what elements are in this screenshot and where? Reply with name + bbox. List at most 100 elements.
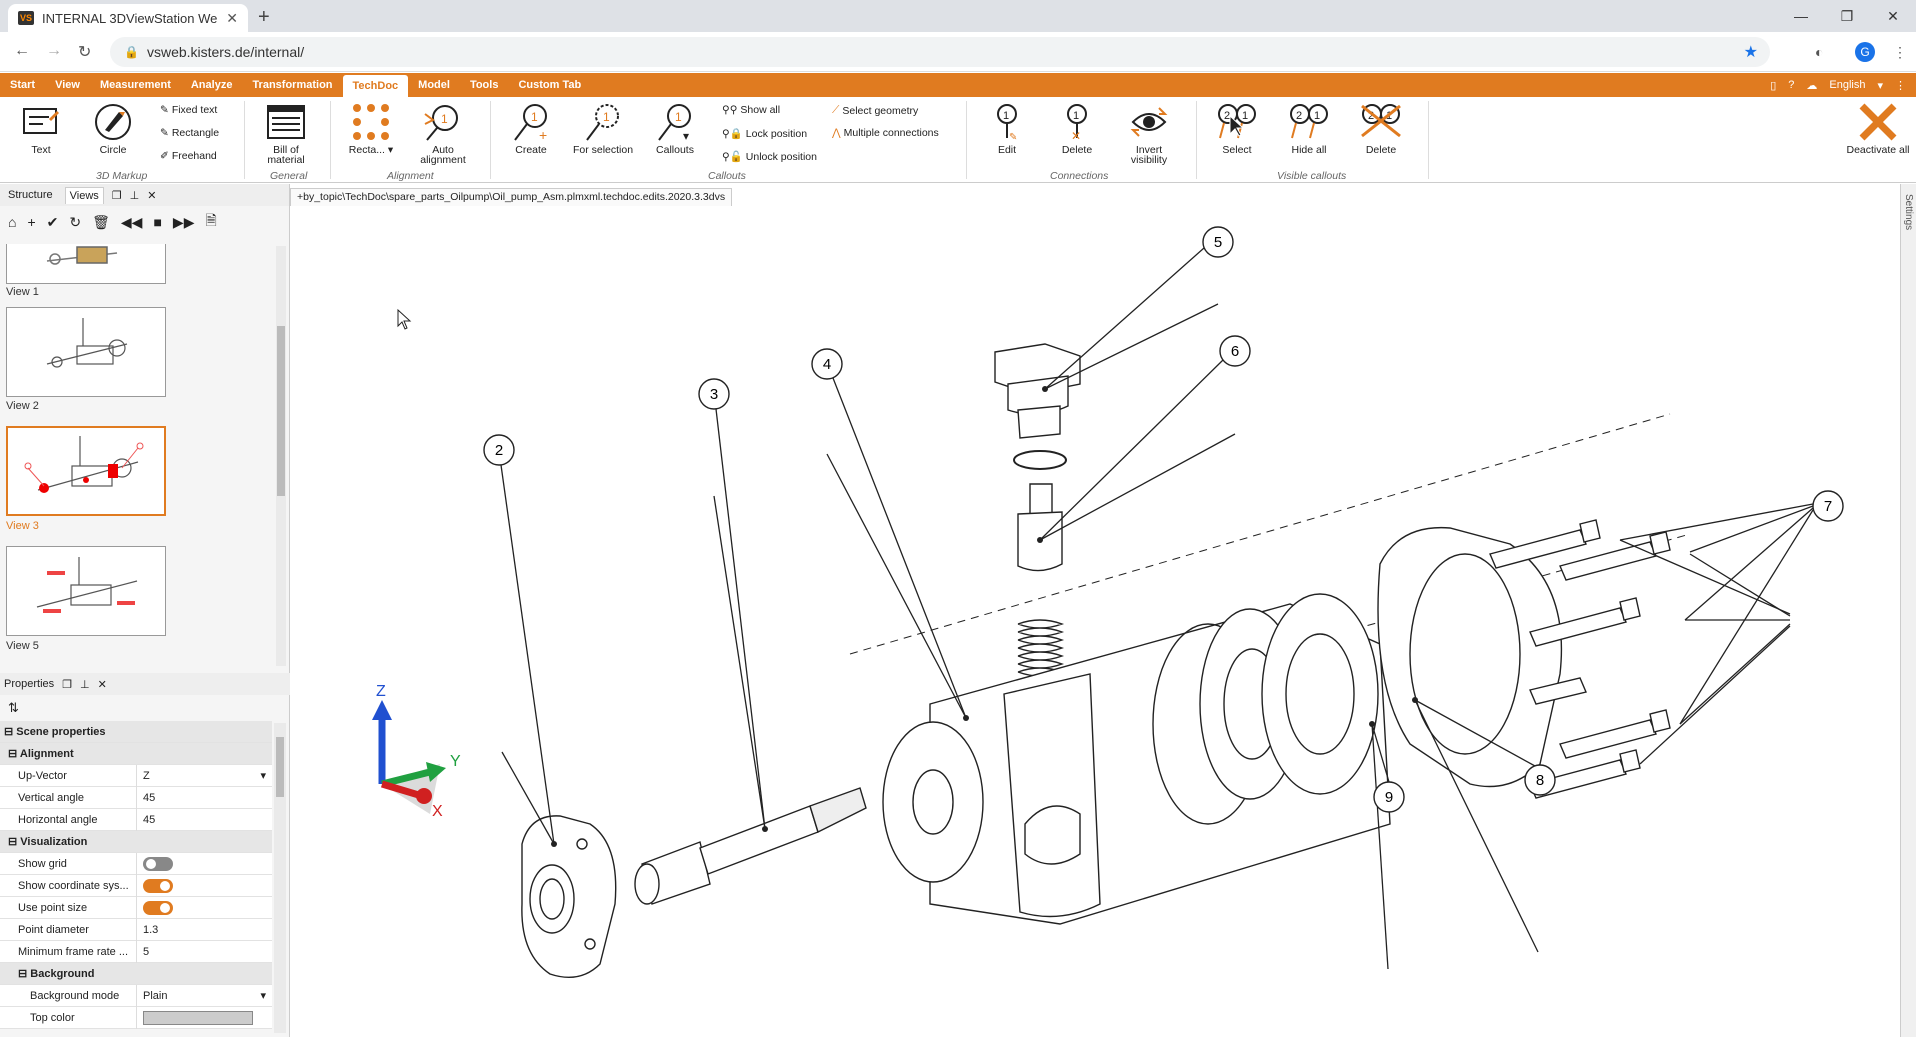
properties-scroll-thumb[interactable] [276,737,284,797]
multiple-connections-button[interactable]: ⋀Multiple connections [832,127,939,139]
show-all-button[interactable]: ⚲⚲Show all [722,104,780,116]
lock-position-button[interactable]: ⚲🔒Lock position [722,127,807,141]
cloud-icon[interactable]: ☁ [1806,79,1818,92]
min-frame-rate-input[interactable]: 5 [136,940,272,963]
fixed-text-button[interactable]: ✎Fixed text [160,104,217,116]
horizontal-angle-input[interactable]: 45 [136,808,272,831]
back-icon[interactable]: ← [14,42,30,59]
browser-tab[interactable]: VS INTERNAL 3DViewStation WebVi ✕ [8,4,248,32]
help-icon[interactable]: ? [1788,79,1795,91]
invert-visibility-button[interactable]: Invert visibility [1118,99,1180,165]
section-alignment[interactable]: ⊟ Alignment [0,743,272,765]
delete-callouts-button[interactable]: 21 Delete [1350,99,1412,155]
browser-menu-icon[interactable]: ⋮ [1893,44,1907,60]
properties-scrollbar[interactable] [274,723,286,1033]
menu-custom-tab[interactable]: Custom Tab [518,79,582,91]
vertical-angle-input[interactable]: 45 [136,786,272,809]
menu-analyze[interactable]: Analyze [190,79,233,91]
up-vector-select[interactable]: Z▾ [136,764,272,787]
tab-views[interactable]: Views [64,186,104,204]
delete-connection-button[interactable]: 1✕ Delete [1046,99,1108,155]
views-scrollbar[interactable] [276,246,286,666]
more-icon[interactable]: ⋮ [1895,79,1906,92]
rectangle-alignment-button[interactable]: Recta... ▾ [340,99,402,155]
home-icon[interactable]: ⌂ [8,214,17,230]
url-box[interactable]: 🔒 vsweb.kisters.de/internal/ ★ [110,37,1770,67]
select-geometry-button[interactable]: ⟋Select geometry [832,104,918,117]
settings-side-tab[interactable]: Settings [1900,184,1916,1037]
mobile-icon[interactable]: ▯ [1770,79,1777,92]
close-panel-icon[interactable]: ✕ [147,189,157,202]
fixed-text-icon: ✎ [160,104,169,116]
unlock-position-button[interactable]: ⚲🔓Unlock position [722,150,817,164]
view-thumbnail-2[interactable] [6,307,166,397]
for-selection-button[interactable]: 1 For selection [572,99,634,155]
menu-transformation[interactable]: Transformation [252,79,333,91]
view-thumbnail-3[interactable] [6,426,166,516]
bill-of-material-button[interactable]: Bill of material [255,99,317,165]
reload-icon[interactable]: ↻ [78,44,92,61]
menu-model[interactable]: Model [418,79,450,91]
undock-icon[interactable]: ❐ [111,189,122,202]
deactivate-all-button[interactable]: Deactivate all [1840,99,1916,155]
freehand-button[interactable]: ✐Freehand [160,150,217,162]
3d-viewport[interactable]: +by_topic\TechDoc\spare_parts_Oilpump\Oi… [290,184,1900,1037]
callouts-button[interactable]: 1▾ Callouts [644,99,706,155]
menu-measurement[interactable]: Measurement [99,79,171,91]
document-tab[interactable]: +by_topic\TechDoc\spare_parts_Oilpump\Oi… [290,188,733,206]
window-close-icon[interactable]: ✕ [1887,7,1899,24]
export-views-icon[interactable]: 🗎 [205,212,217,228]
chevron-down-icon[interactable]: ▾ [1877,79,1883,92]
language-select[interactable]: English [1829,79,1866,91]
show-coordinate-toggle[interactable] [143,878,173,893]
menu-start[interactable]: Start [10,79,36,91]
view-thumbnail-1[interactable] [6,244,166,284]
views-scroll-thumb[interactable] [277,326,285,496]
refresh-view-icon[interactable]: ↻ [69,213,82,230]
sort-icon[interactable]: ⇅ [8,700,19,715]
restore-icon[interactable]: ❐ [1840,7,1854,24]
new-tab-icon[interactable]: + [258,6,270,28]
top-color-swatch[interactable] [143,1010,253,1025]
profile-avatar[interactable]: G [1855,42,1875,62]
edit-connection-button[interactable]: 1✎ Edit [976,99,1038,155]
bookmark-star-icon[interactable]: ★ [1743,44,1758,61]
svg-text:1: 1 [441,112,448,126]
trash-icon[interactable]: 🗑 [92,213,110,230]
section-background[interactable]: ⊟ Background [0,963,272,985]
svg-text:2: 2 [1368,110,1374,122]
fast-forward-icon[interactable]: ▶▶ [172,213,195,230]
section-scene-properties[interactable]: ⊟ Scene properties [0,721,272,743]
auto-alignment-button[interactable]: 1 Auto alignment [412,99,474,165]
tab-structure[interactable]: Structure [8,189,53,201]
stop-icon[interactable]: ■ [153,214,162,230]
use-point-size-toggle[interactable] [143,900,173,915]
circle-markup-button[interactable]: Circle [82,99,144,155]
rewind-icon[interactable]: ◀◀ [120,213,143,230]
extension-icon[interactable]: ◐ [1815,44,1824,60]
point-diameter-input[interactable]: 1.3 [136,918,272,941]
forward-icon[interactable]: → [46,42,62,59]
menu-techdoc[interactable]: TechDoc [342,75,409,97]
add-view-icon[interactable]: + [27,214,36,230]
menu-tools[interactable]: Tools [469,79,499,91]
minimize-icon[interactable]: — [1794,8,1808,24]
properties-header: Properties ❐ ⊥ ✕ [0,673,290,695]
create-callout-button[interactable]: 1+ Create [500,99,562,155]
text-markup-button[interactable]: Text [10,99,72,155]
prop-show-grid: Show grid [0,852,272,875]
menu-view[interactable]: View [55,79,80,91]
show-grid-toggle[interactable] [143,856,173,871]
check-view-icon[interactable]: ✔ [46,213,59,230]
rectangle-markup-button[interactable]: ✎Rectangle [160,127,219,139]
section-visualization[interactable]: ⊟ Visualization [0,831,272,853]
background-mode-select[interactable]: Plain▾ [136,984,272,1007]
close-tab-icon[interactable]: ✕ [226,9,238,26]
pin-icon[interactable]: ⊥ [129,189,140,202]
undock-icon[interactable]: ❐ [62,678,73,691]
pin-icon[interactable]: ⊥ [80,678,90,691]
view-thumbnail-5[interactable] [6,546,166,636]
close-panel-icon[interactable]: ✕ [97,678,107,691]
